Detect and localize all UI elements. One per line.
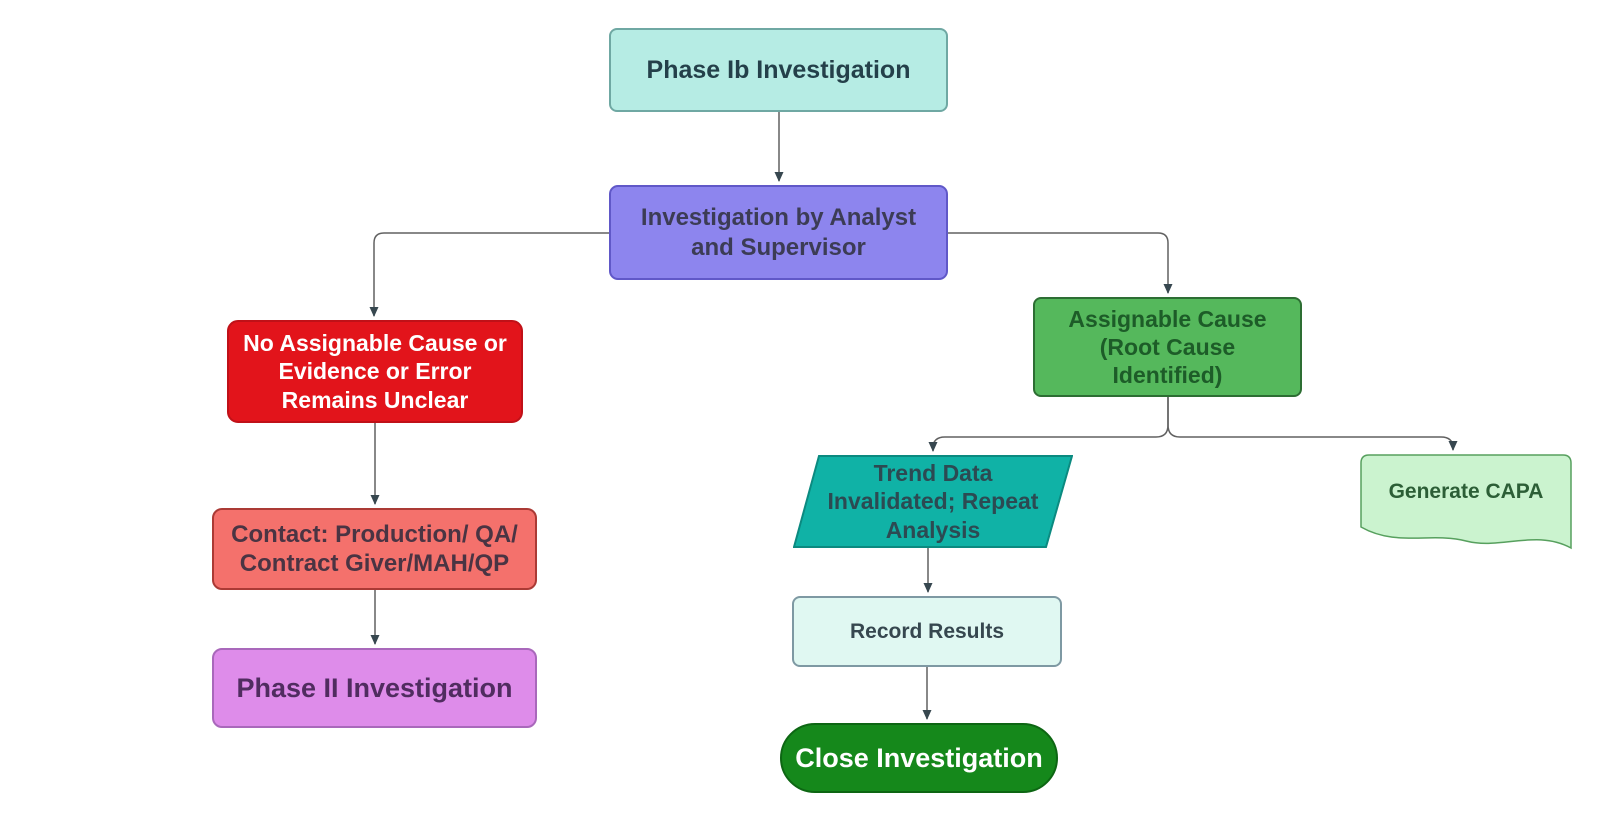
edge-assignable-to-capa <box>1167 397 1458 451</box>
node-assignable-cause[interactable]: Assignable Cause (Root Cause Identified) <box>1033 297 1302 397</box>
parallelogram-shape <box>793 455 1073 548</box>
node-investigation-by-analyst[interactable]: Investigation by Analyst and Supervisor <box>609 185 948 280</box>
node-label: Trend Data Invalidated; Repeat Analysis <box>827 460 1039 543</box>
document-shape <box>1360 454 1572 550</box>
node-label: Generate CAPA <box>1388 480 1544 504</box>
node-no-assignable-cause[interactable]: No Assignable Cause or Evidence or Error… <box>227 320 523 423</box>
edge-investigation-to-nocause <box>369 232 609 317</box>
node-label: Phase II Investigation <box>236 672 513 703</box>
node-label: Phase Ib Investigation <box>646 55 911 84</box>
node-close-investigation[interactable]: Close Investigation <box>780 723 1058 793</box>
node-record-results[interactable]: Record Results <box>792 596 1062 667</box>
node-label: Contact: Production/ QA/ Contract Giver/… <box>231 520 518 577</box>
node-label: Close Investigation <box>795 742 1043 773</box>
node-contact-production-qa[interactable]: Contact: Production/ QA/ Contract Giver/… <box>212 508 537 590</box>
node-phase-ib-investigation[interactable]: Phase Ib Investigation <box>609 28 948 112</box>
node-generate-capa[interactable]: Generate CAPA <box>1360 454 1572 550</box>
node-phase-ii-investigation[interactable]: Phase II Investigation <box>212 648 537 728</box>
node-label: No Assignable Cause or Evidence or Error… <box>243 330 507 413</box>
node-trend-data-invalidated[interactable]: Trend Data Invalidated; Repeat Analysis <box>793 455 1073 548</box>
node-label: Assignable Cause (Root Cause Identified) <box>1068 305 1267 389</box>
node-label: Record Results <box>849 619 1005 643</box>
node-label: Investigation by Analyst and Supervisor <box>640 204 917 261</box>
edge-assignable-to-trend <box>928 397 1169 452</box>
edge-investigation-to-assignable <box>948 232 1173 294</box>
